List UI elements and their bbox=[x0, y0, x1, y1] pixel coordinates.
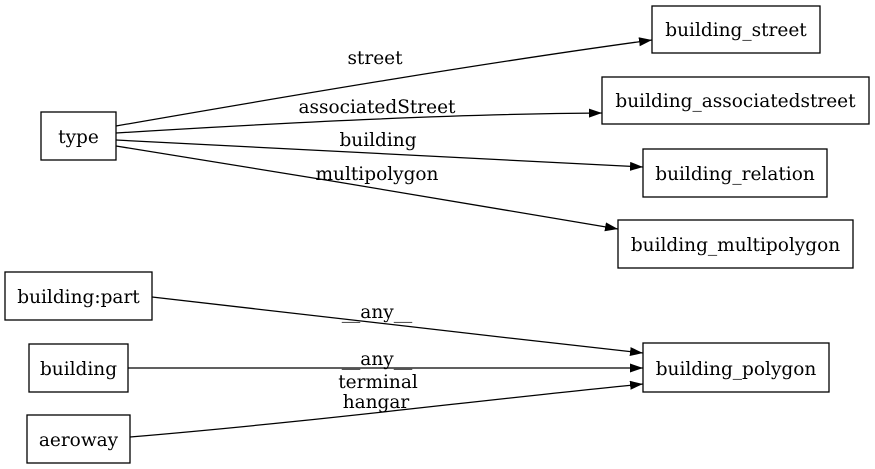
node-building-polygon-box bbox=[642, 342, 830, 393]
node-building-multipolygon: building_multipolygon bbox=[617, 219, 854, 269]
edge-aeroway-building_polygon bbox=[129, 380, 644, 438]
edge-label-associatedstreet: associatedStreet bbox=[299, 97, 457, 118]
node-building-multipolygon-label: building_multipolygon bbox=[631, 235, 840, 256]
node-building-street-label: building_street bbox=[665, 20, 807, 41]
edge-label-building: building bbox=[339, 130, 416, 151]
node-building-polygon: building_polygon bbox=[642, 342, 830, 393]
edge-label-multipolygon: multipolygon bbox=[316, 164, 439, 185]
node-building-relation: building_relation bbox=[642, 148, 828, 198]
edge-type-building_relation bbox=[115, 139, 644, 171]
node-building-polygon-label: building_polygon bbox=[656, 359, 817, 380]
node-aeroway-box bbox=[26, 414, 131, 464]
node-building-street-box bbox=[651, 5, 821, 54]
node-aeroway: aeroway bbox=[26, 414, 131, 464]
node-building-associatedstreet: building_associatedstreet bbox=[601, 76, 870, 125]
node-building-multipolygon-box bbox=[617, 219, 854, 269]
edge-label-any-2: __any__ bbox=[342, 349, 413, 370]
node-building-label: building bbox=[40, 359, 117, 380]
edge-label-any-1: __any__ bbox=[342, 302, 413, 323]
edge-label-street: street bbox=[347, 48, 403, 69]
node-type-box bbox=[40, 111, 117, 161]
edge-label-hangar: hangar bbox=[343, 392, 410, 413]
edges bbox=[115, 37, 653, 438]
node-building-part-label: building:part bbox=[17, 287, 140, 308]
node-aeroway-label: aeroway bbox=[39, 430, 119, 451]
node-building-part: building:part bbox=[4, 271, 153, 321]
node-building: building bbox=[28, 343, 129, 393]
edge-label-terminal: terminal bbox=[338, 372, 418, 393]
edge-labels: street associatedStreet building multipo… bbox=[299, 48, 457, 413]
node-building-relation-label: building_relation bbox=[655, 164, 815, 185]
node-type-label: type bbox=[58, 127, 99, 148]
edge-building-part-building_polygon bbox=[151, 296, 644, 357]
node-type: type bbox=[40, 111, 117, 161]
edge-type-building_street bbox=[115, 37, 653, 127]
node-building-relation-box bbox=[642, 148, 828, 198]
node-building-box bbox=[28, 343, 129, 393]
node-building-street: building_street bbox=[651, 5, 821, 54]
node-building-part-box bbox=[4, 271, 153, 321]
node-building-associatedstreet-box bbox=[601, 76, 870, 125]
node-building-associatedstreet-label: building_associatedstreet bbox=[615, 91, 856, 112]
edge-type-building_multipolygon bbox=[115, 145, 619, 232]
edge-type-building_associatedstreet bbox=[115, 108, 603, 134]
